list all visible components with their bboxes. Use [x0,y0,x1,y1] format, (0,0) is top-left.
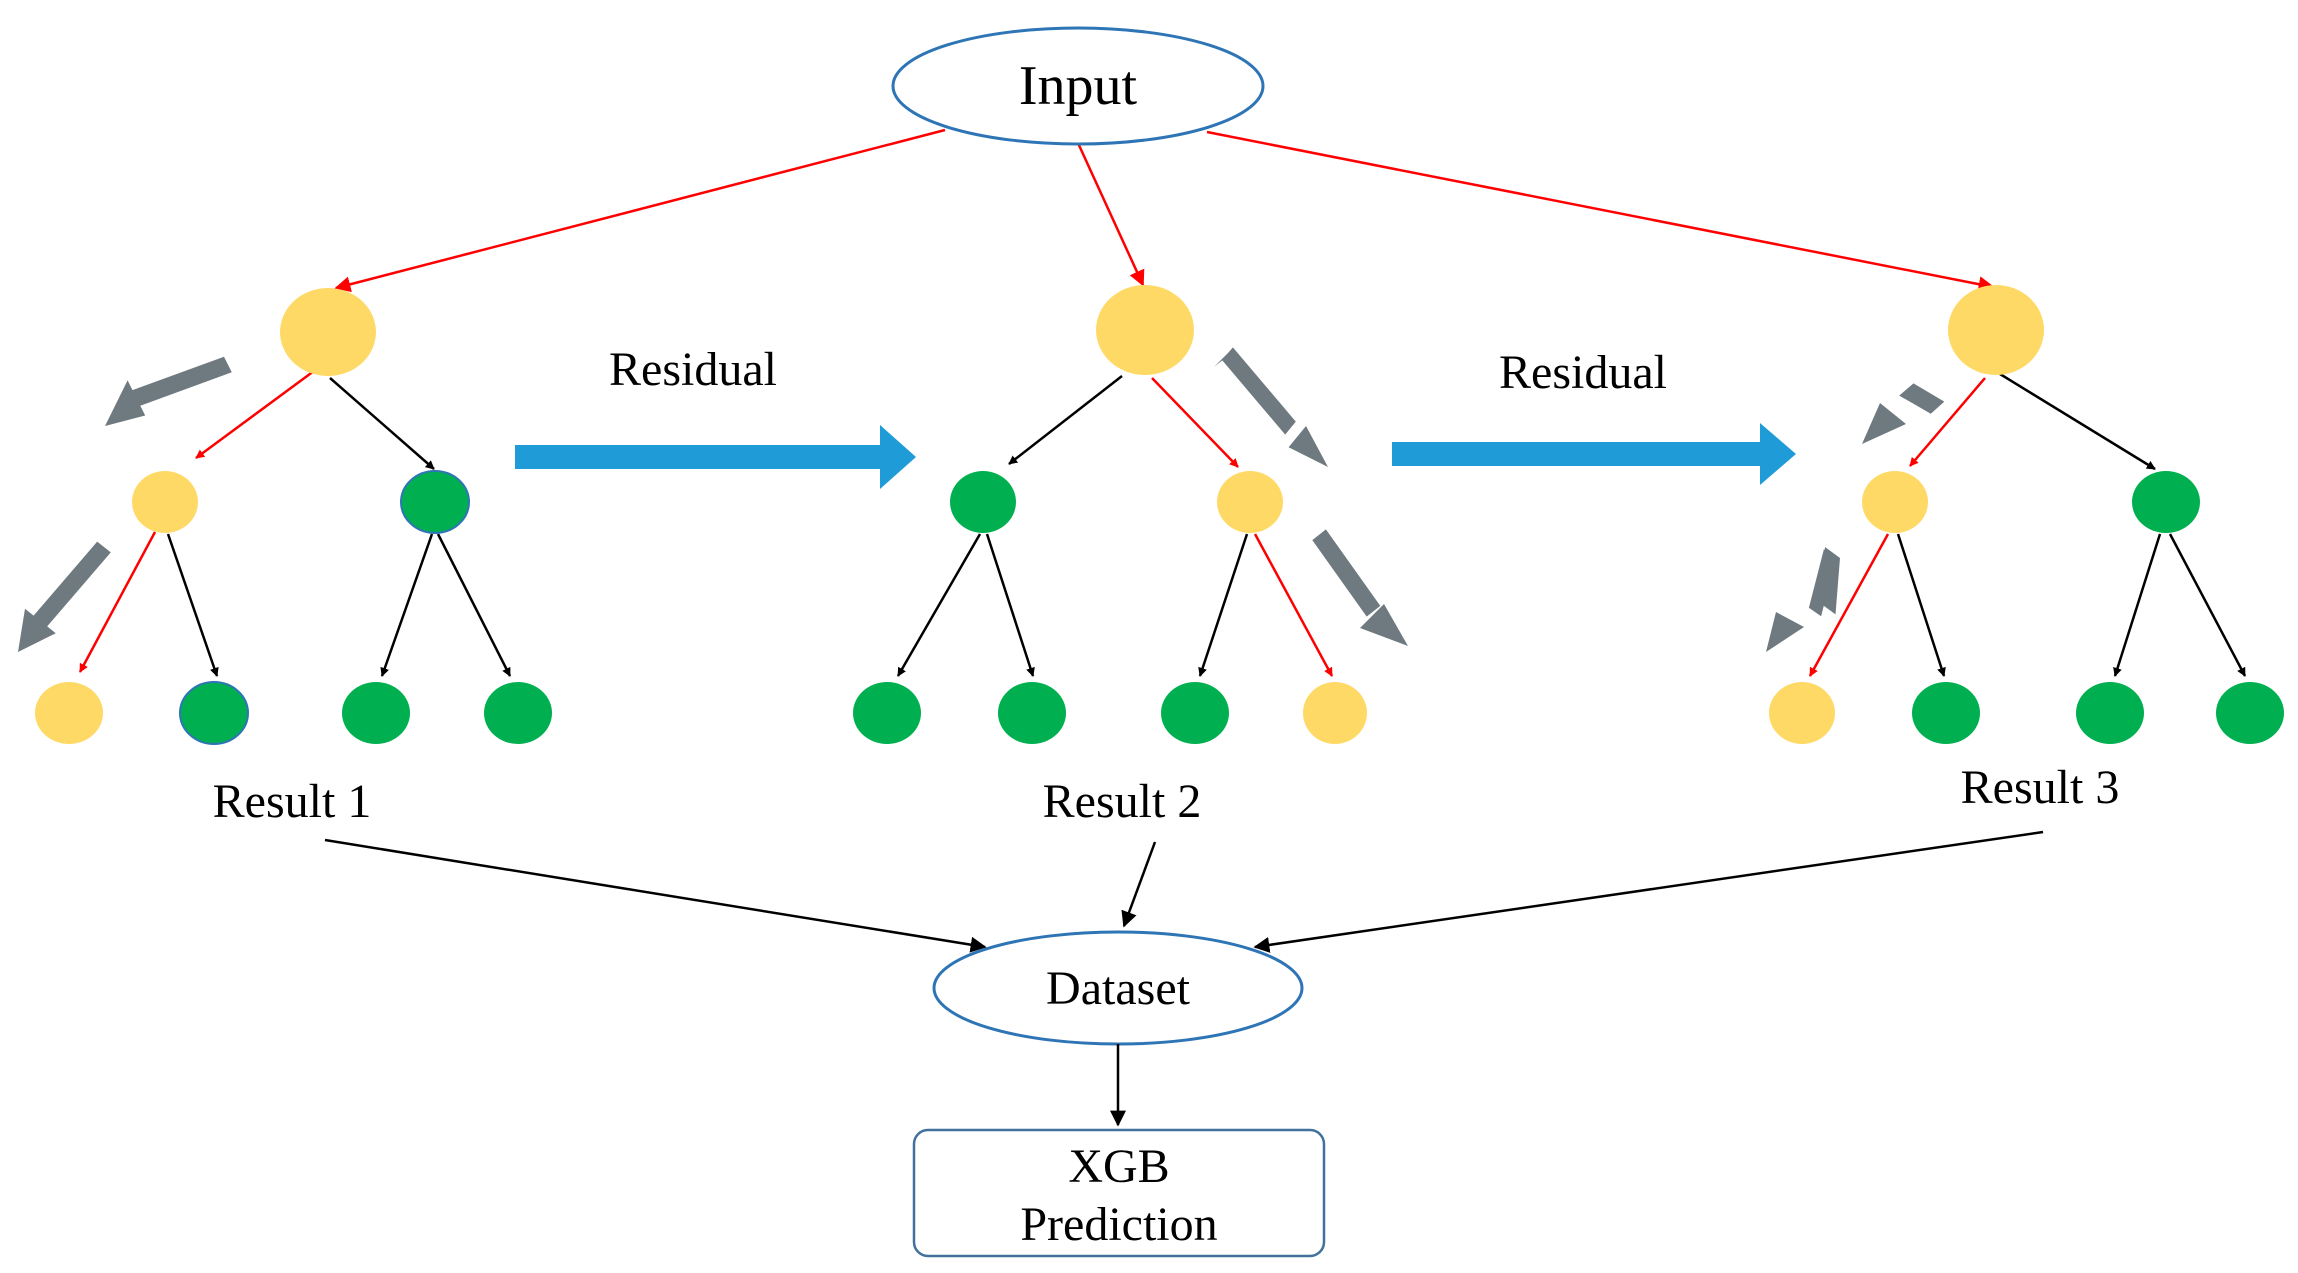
prediction-line-1: XGB [1068,1140,1169,1193]
t2-left-node [950,471,1016,533]
t3-leaf-4 [2216,682,2284,744]
t3-leaf-1 [1769,682,1835,744]
t3-gray-arrow-upper-head [1862,403,1906,444]
t2-gray-arrow-lower [1312,529,1381,617]
t2-gray-arrow-upper-head [1288,426,1328,467]
edge-t3-right-rl [2113,533,2162,677]
residual-label-2: Residual [1499,346,1667,399]
t1-right-node [400,470,470,534]
dataset-node: Dataset [932,930,1304,1046]
input-label: Input [1019,55,1138,117]
prediction-box: XGB Prediction [912,1128,1326,1258]
t2-gray-arrow-lower-head [1360,604,1408,646]
t1-leaf-4 [484,682,552,744]
t2-leaf-1 [853,682,921,744]
edge-t2-right-rl [1198,533,1249,677]
residual-arrow-1: Residual [515,343,916,489]
t3-gray-arrow-lower-head [1766,612,1804,652]
t2-leaf-2 [998,682,1066,744]
input-node: Input [891,26,1265,146]
edge-t1-root-left [195,366,319,460]
result-3-label: Result 3 [1961,761,2120,814]
edge-t2-right-rr [1253,533,1334,677]
t1-leaf-3 [342,682,410,744]
t2-right-node [1217,471,1283,533]
edge-t2-root-left [1008,375,1123,465]
edge-input-to-tree1 [334,128,946,293]
t3-left-node [1862,471,1928,533]
t1-gray-arrow-lower [18,541,111,652]
t2-leaf-3 [1161,682,1229,744]
edge-result1-to-dataset [324,838,987,953]
edge-result3-to-dataset [1253,830,2044,953]
edge-t1-right-rr [436,533,512,677]
edge-t2-root-right [1151,377,1239,468]
edge-input-to-tree2 [1076,142,1145,287]
t3-right-node [2132,471,2200,533]
dataset-label: Dataset [1046,962,1191,1015]
t3-leaf-2 [1912,682,1980,744]
edge-t3-root-right [1999,372,2156,471]
edge-t2-left-lr [985,533,1035,677]
t2-leaf-4 [1303,682,1367,744]
residual-label-1: Residual [609,343,777,396]
t1-root-node [280,288,376,376]
t2-root-node [1096,285,1194,375]
tree-2: Result 2 [853,285,1408,828]
t1-left-node [132,471,198,533]
tree-1: Result 1 [18,288,552,828]
t1-gray-arrow-upper [105,356,232,426]
t3-root-node [1948,285,2044,375]
result-1-label: Result 1 [213,775,372,828]
edge-t1-root-right [329,377,435,470]
t3-gray-arrow-lower-stem [1808,549,1837,617]
tree-3: Result 3 [1766,285,2284,814]
edge-t1-left-lr [166,533,219,677]
edge-t3-left-lr [1896,533,1946,677]
t3-leaf-3 [2076,682,2144,744]
t1-leaf-1 [35,682,103,744]
t2-gray-arrow-upper [1214,347,1296,435]
t1-leaf-2 [179,681,249,745]
result-2-label: Result 2 [1043,775,1202,828]
t3-gray-arrow-upper [1899,383,1945,414]
edge-t3-root-left [1909,377,1986,467]
edge-t2-left-ll [896,533,982,677]
edge-input-to-tree3 [1206,130,1995,293]
residual-arrow-2: Residual [1392,346,1796,485]
edge-t3-left-ll [1808,533,1890,677]
edge-result2-to-dataset [1121,841,1157,928]
edge-t3-right-rr [2168,533,2247,677]
edge-t1-left-ll [78,531,157,673]
prediction-line-2: Prediction [1020,1198,1217,1251]
edge-t1-right-rl [380,533,434,677]
